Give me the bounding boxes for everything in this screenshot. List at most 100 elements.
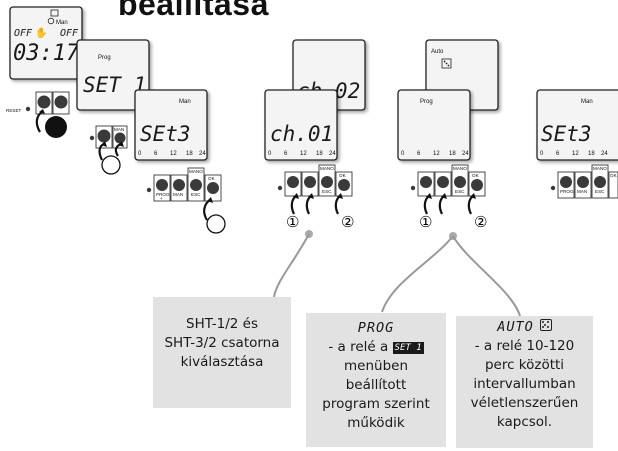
dice-icon: [539, 319, 552, 331]
prog-button[interactable]: [37, 95, 51, 109]
svg-text:6: 6: [154, 151, 158, 157]
lcd-ch01: ch.01: [270, 122, 333, 146]
press-indicator-open: [101, 155, 121, 175]
svg-text:18: 18: [186, 151, 193, 157]
svg-text:18: 18: [316, 151, 323, 157]
random-icon: [441, 58, 452, 69]
ok-button-m1[interactable]: [207, 182, 219, 194]
callout-channel-select: SHT-1/2 és SHT-3/2 csatorna kiválasztása: [153, 297, 291, 408]
esc-button-m4[interactable]: [594, 176, 606, 188]
svg-text:MAN: MAN: [173, 192, 183, 197]
step-two-marker-2: ②: [474, 213, 487, 231]
lcd-scale-3: 0 6 12 18 24: [401, 151, 469, 157]
svg-text:ESC: ESC: [191, 192, 201, 197]
callout2-line2: menüben: [344, 358, 408, 374]
prog-button-m4[interactable]: [560, 176, 572, 188]
button-module-1: PROG + MAN MANO ESC OK: [146, 167, 226, 234]
lcd-scale-4: 0 6 12 18 24: [540, 151, 608, 157]
svg-text:MANO: MANO: [320, 166, 334, 171]
svg-text:ESC: ESC: [455, 189, 465, 194]
svg-text:MANO: MANO: [189, 169, 203, 174]
lcd-panel-man-set3: Man SEt3 0 6 12 18 24: [134, 89, 208, 161]
svg-text:18: 18: [588, 151, 595, 157]
button-module-4: PROG MAN MANO ESC OK: [550, 164, 618, 199]
prog-button-m3[interactable]: [420, 176, 432, 188]
svg-text:OK: OK: [610, 173, 618, 178]
svg-text:24: 24: [329, 151, 336, 157]
callout2-line5: működik: [347, 415, 405, 431]
man-button-m4[interactable]: [577, 176, 589, 188]
callout2-heading: PROG: [357, 320, 395, 336]
leader-lines: [273, 233, 521, 317]
svg-text:MAN: MAN: [114, 127, 124, 132]
step-one-marker-2: ①: [419, 213, 432, 231]
esc-button-m2[interactable]: [321, 176, 333, 188]
svg-text:24: 24: [462, 151, 469, 157]
esc-button-m3[interactable]: [454, 176, 466, 188]
hand-icon: ✋: [35, 26, 47, 39]
callout2-line4: program szerint: [322, 396, 430, 412]
set1-badge: SET 1: [392, 342, 424, 354]
svg-text:OK: OK: [339, 173, 347, 178]
svg-text:6: 6: [417, 151, 421, 157]
man-button[interactable]: [54, 95, 68, 109]
lcd-panel-ch01: ch.01 0 6 12 18 24: [264, 89, 338, 161]
svg-text:MANO: MANO: [593, 166, 607, 171]
ok-button-m2[interactable]: [338, 179, 350, 191]
svg-text:12: 12: [572, 151, 579, 157]
man-button-m2[interactable]: [304, 176, 316, 188]
step-one-marker: ①: [286, 213, 299, 231]
callout1-line3: kiválasztása: [180, 354, 264, 370]
button-module-2: MANO ESC OK ① ②: [277, 164, 354, 238]
man-button-m3[interactable]: [437, 176, 449, 188]
prog-button-m2[interactable]: [287, 176, 299, 188]
svg-text:PROG: PROG: [560, 189, 574, 194]
callout3-line2: perc közötti: [484, 357, 565, 373]
svg-text:MANO: MANO: [453, 166, 467, 171]
lcd-panel-prog: Prog 0 6 12 18 24: [397, 89, 471, 161]
press-indicator-ok: [206, 214, 226, 234]
callout1-line1: SHT-1/2 és: [186, 316, 258, 332]
page-title: beállítása: [118, 0, 269, 22]
svg-text:24: 24: [601, 151, 608, 157]
callout3-line4: véletlenszerűen: [470, 395, 579, 411]
svg-text:OK: OK: [208, 176, 216, 181]
lcd-off-right: OFF: [60, 28, 79, 39]
lcd-panel-man-set3-right: Man SEt3 0 6 12 18 24: [536, 89, 618, 161]
lcd-scale: 0 6 12 18 24: [138, 151, 206, 157]
step-two-marker: ②: [341, 213, 354, 231]
lcd-off-left: OFF: [14, 28, 33, 39]
reset-button[interactable]: [25, 106, 31, 112]
esc-button-m1[interactable]: [190, 179, 202, 191]
prog-button-2[interactable]: [97, 129, 111, 143]
lcd-man-label-3: Man: [581, 99, 593, 105]
callout-auto-mode: AUTO - a relé 10-120 perc közötti interv…: [456, 316, 593, 448]
press-indicator: [45, 116, 67, 138]
man-button-2[interactable]: [114, 132, 126, 144]
callout1-line2: SHT-3/2 csatorna: [164, 335, 280, 351]
button-row-reset: RESET: [6, 91, 70, 138]
lcd-scale-2: 0 6 12 18 24: [268, 151, 336, 157]
lcd-set3: SEt3: [140, 122, 191, 146]
svg-text:+: +: [160, 196, 163, 201]
lcd-auto-label: Auto: [431, 49, 444, 55]
lcd-time: 03:17: [13, 41, 80, 66]
prog-button-m1[interactable]: [156, 179, 168, 191]
svg-text:0: 0: [268, 151, 272, 157]
lcd-set3-right: SEt3: [541, 122, 592, 146]
lcd-man-label: Man: [56, 20, 68, 26]
svg-text:12: 12: [170, 151, 177, 157]
svg-text:MAN: MAN: [577, 189, 587, 194]
svg-text:0: 0: [138, 151, 142, 157]
svg-text:24: 24: [199, 151, 206, 157]
svg-text:ESC: ESC: [322, 189, 332, 194]
lcd-panel-main-time: Man OFF ✋ OFF 03:17: [9, 6, 83, 80]
clock-icon: [47, 17, 55, 25]
callout3-heading: AUTO: [497, 319, 534, 335]
ok-button-m3[interactable]: [471, 179, 483, 191]
callout3-line1: - a relé 10-120: [474, 338, 575, 354]
man-button-m1[interactable]: [173, 179, 185, 191]
callout2-line3: beállított: [345, 377, 407, 393]
